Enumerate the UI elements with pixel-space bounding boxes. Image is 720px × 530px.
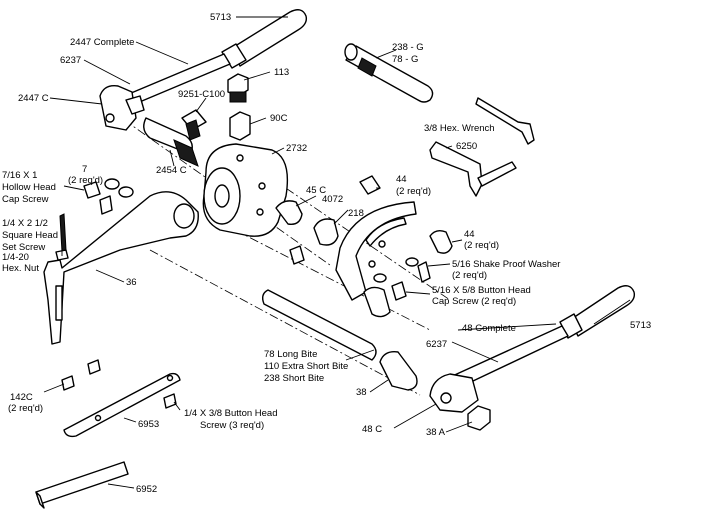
label-48c: 48 C xyxy=(362,424,382,435)
left-small-parts xyxy=(55,178,134,261)
label-14-line2: Square Head xyxy=(2,230,58,241)
label-2454c: 2454 C xyxy=(156,165,187,176)
label-2732: 2732 xyxy=(286,143,307,154)
label-38: 38 xyxy=(356,387,367,398)
part-90c-block xyxy=(229,111,251,141)
bottom-handle-head-hole xyxy=(440,392,452,404)
label-516-screw-line2: Cap Screw (2 req'd) xyxy=(432,296,516,307)
label-2447-complete: 2447 Complete xyxy=(70,37,134,48)
label-516-washer-line2: (2 req'd) xyxy=(452,270,487,281)
label-6250: 6250 xyxy=(456,141,477,152)
label-bite-line2: 110 Extra Short Bite xyxy=(264,361,348,372)
label-142c-line2: (2 req'd) xyxy=(8,403,43,414)
part-6250 xyxy=(429,141,517,197)
part-44-right xyxy=(429,229,453,254)
label-218: 218 xyxy=(348,208,364,219)
label-1420-line2: Hex. Nut xyxy=(2,263,39,274)
part-38a-nut xyxy=(467,405,491,431)
part-44-left xyxy=(289,245,305,265)
bottom-handle-assembly xyxy=(429,285,636,431)
part-9251-screw-thread xyxy=(185,119,201,141)
small-upper-parts xyxy=(181,73,251,141)
part-113-spring xyxy=(229,91,247,103)
top-handle-pivot-ring xyxy=(125,95,145,115)
part-44-top xyxy=(359,175,381,195)
label-516-washer-line1: 5/16 Shake Proof Washer xyxy=(452,259,560,270)
label-5713-top: 5713 xyxy=(210,12,231,23)
top-handle-grip xyxy=(231,9,308,67)
label-516-screw-line1: 5/16 X 5/8 Button Head xyxy=(432,285,531,296)
label-90c: 90C xyxy=(270,113,288,124)
part-113-nut xyxy=(227,73,249,97)
label-6237-top: 6237 xyxy=(60,55,81,66)
label-2447c: 2447 C xyxy=(18,93,49,104)
part-4072 xyxy=(313,218,339,246)
label-6952: 6952 xyxy=(136,484,157,495)
label-4072: 4072 xyxy=(322,194,343,205)
label-44-top-line1: 44 xyxy=(396,174,407,185)
label-238g-line1: 238 - G xyxy=(392,42,424,53)
label-7-line1: 7 xyxy=(82,164,87,175)
top-handle-assembly xyxy=(99,9,308,131)
label-7-line2: (2 req'd) xyxy=(68,175,103,186)
label-9251-c100: 9251-C100 xyxy=(178,89,225,100)
right-side-fasteners xyxy=(363,257,431,318)
center-lines xyxy=(109,109,451,396)
label-bite-line1: 78 Long Bite xyxy=(264,349,317,360)
label-36: 36 xyxy=(126,277,137,288)
label-113: 113 xyxy=(274,67,289,78)
hex-wrench xyxy=(475,97,535,145)
label-bite-line3: 238 Short Bite xyxy=(264,373,324,384)
label-hex-wrench: 3/8 Hex. Wrench xyxy=(424,123,495,134)
label-14-line1: 1/4 X 2 1/2 xyxy=(2,218,48,229)
bottom-handle-grip xyxy=(569,285,636,337)
label-6953: 6953 xyxy=(138,419,159,430)
label-716-line3: Cap Screw xyxy=(2,194,49,205)
label-14bh-line2: Screw (3 req'd) xyxy=(200,420,264,431)
label-716-line2: Hollow Head xyxy=(2,182,56,193)
label-44-mid-line2: (2 req'd) xyxy=(464,240,499,251)
label-5713-bottom: 5713 xyxy=(630,320,651,331)
strap-6953 xyxy=(63,372,181,438)
lower-small-screws xyxy=(61,359,177,409)
pin-2454c xyxy=(143,117,199,167)
bite-bar xyxy=(261,289,377,361)
bracket-218 xyxy=(335,201,417,301)
part-45c xyxy=(275,200,303,225)
label-238g-line2: 78 - G xyxy=(392,54,418,65)
leader-lines xyxy=(43,16,631,489)
label-44-mid-line1: 44 xyxy=(464,229,475,240)
left-lever-36 xyxy=(43,191,199,345)
block-6952 xyxy=(35,461,129,509)
bottom-handle-head xyxy=(429,373,479,413)
part-labels: 5713 2447 Complete 6237 2447 C 113 9251-… xyxy=(2,12,651,495)
label-6237-bottom: 6237 xyxy=(426,339,447,350)
label-142c-line1: 142C xyxy=(10,392,33,403)
top-handle-head-hole xyxy=(105,113,115,123)
label-44-top-line2: (2 req'd) xyxy=(396,186,431,197)
bar-238g xyxy=(344,43,434,103)
part-38 xyxy=(379,351,418,391)
label-38a: 38 A xyxy=(426,427,446,438)
label-716-line1: 7/16 X 1 xyxy=(2,170,37,181)
main-body-2732 xyxy=(202,143,289,237)
center-parts xyxy=(275,175,453,265)
label-45c: 45 C xyxy=(306,185,326,196)
label-1420-line1: 1/4-20 xyxy=(2,252,29,263)
label-14-line3: Set Screw xyxy=(2,242,45,253)
label-14bh-line1: 1/4 X 3/8 Button Head xyxy=(184,408,277,419)
label-48-complete: 48 Complete xyxy=(462,323,516,334)
